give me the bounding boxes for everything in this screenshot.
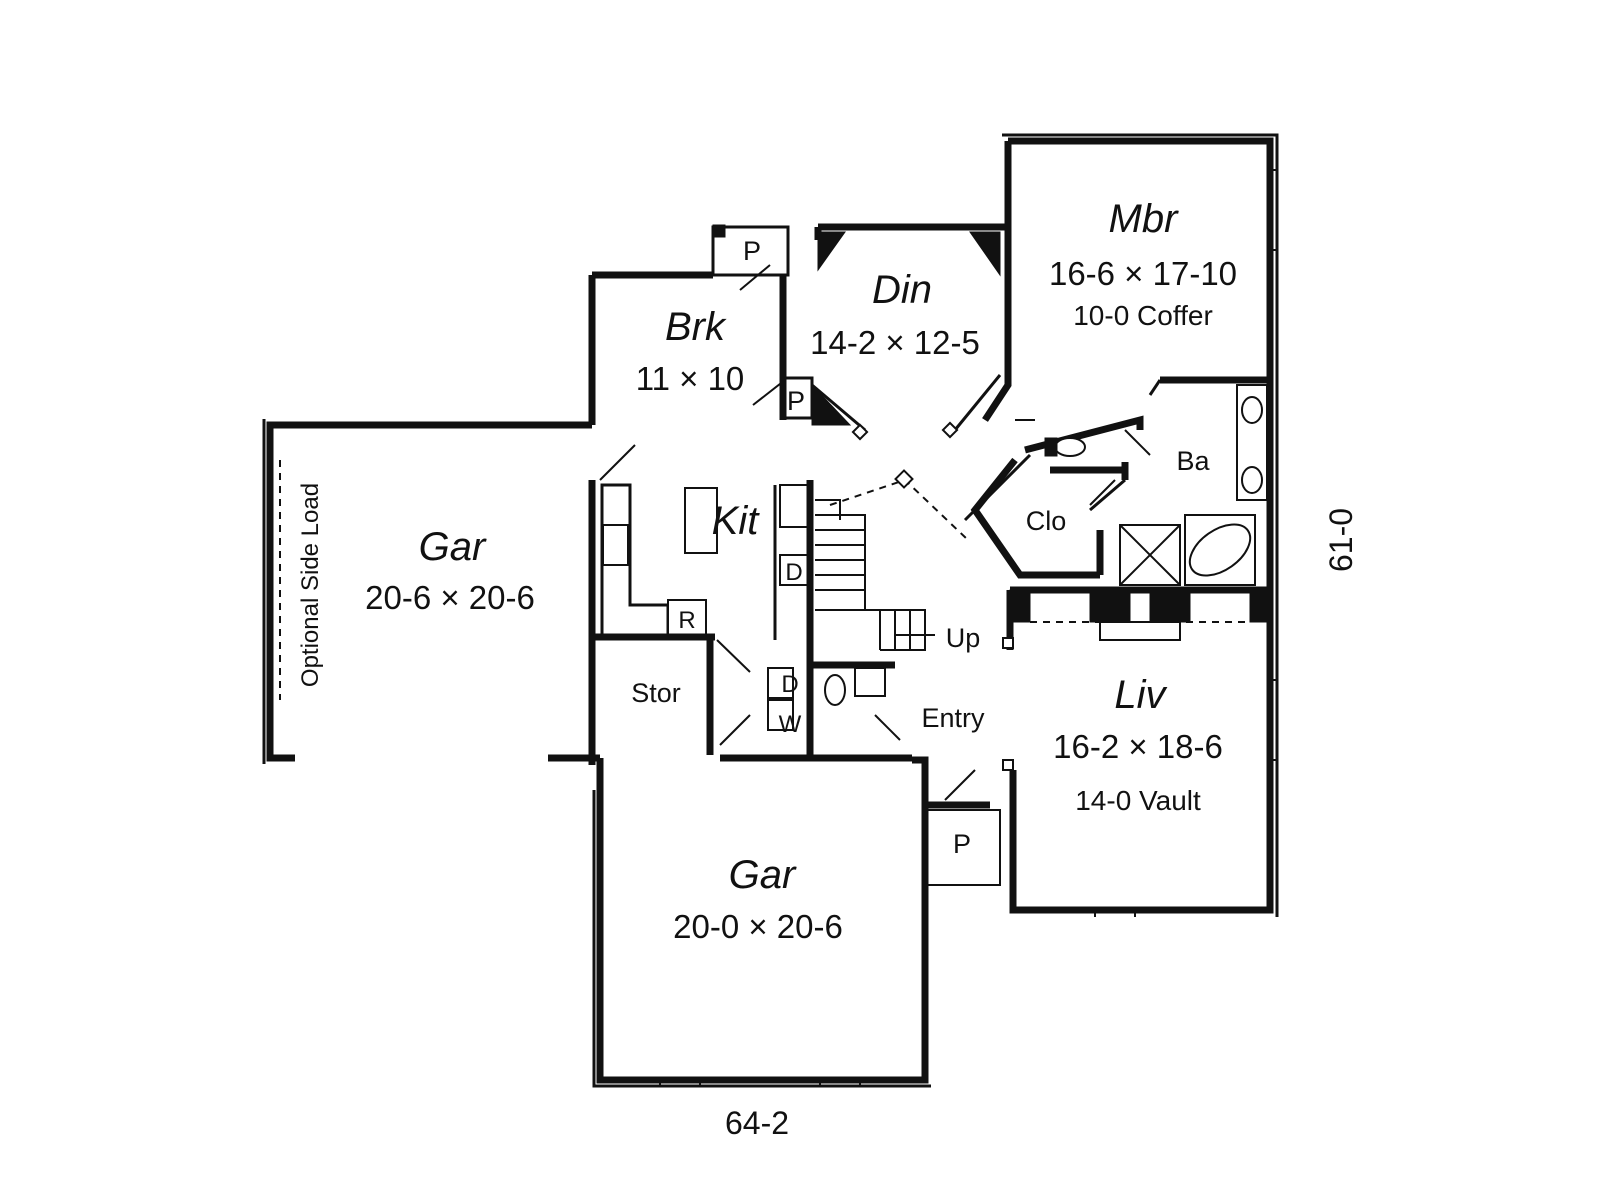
patio-front-label: P [953,829,971,859]
room-breakfast: Brk 11 × 10 [636,305,745,397]
room-name: Gar [729,853,797,897]
washer-label: W [779,711,802,738]
laundry: D W [779,671,802,738]
overall-width-dimension: 64-2 [725,1105,789,1141]
patio-back: P [711,224,790,277]
room-name: Din [872,268,932,312]
room-name: Ba [1176,446,1210,476]
room-dimensions: 16-6 × 17-10 [1049,255,1237,292]
room-front-garage: Gar 20-0 × 20-6 [673,853,843,945]
room-side-garage: Gar 20-6 × 20-6 Optional Side Load [297,483,535,687]
room-name: Kit [712,499,761,543]
room-dimensions: 20-6 × 20-6 [365,579,535,616]
room-entry: Entry Up [921,623,985,733]
room-name: Brk [665,305,727,349]
pantry-label: P [787,386,805,416]
room-ceiling-note: 10-0 Coffer [1073,300,1213,331]
room-name: Liv [1114,673,1167,717]
room-kitchen: Kit R D [678,499,802,634]
stairs-up-label: Up [946,623,981,653]
room-dimensions: 16-2 × 18-6 [1053,728,1223,765]
refrigerator-label: R [678,607,695,634]
room-living: Liv 16-2 × 18-6 14-0 Vault [1053,673,1223,816]
room-dimensions: 20-0 × 20-6 [673,908,843,945]
interior-walls [279,141,1277,1086]
room-name: Gar [419,525,487,569]
room-name: Mbr [1109,197,1180,241]
room-bath: Ba [1176,446,1210,476]
dryer-label: D [781,671,798,698]
room-master-bedroom: Mbr 16-6 × 17-10 10-0 Coffer [1049,197,1237,331]
room-dimensions: 11 × 10 [636,360,745,397]
room-name: Clo [1026,506,1067,536]
dishwasher-label: D [785,559,802,586]
room-storage: Stor [631,678,681,708]
room-closet: Clo [1026,506,1067,536]
room-name: Entry [921,703,985,733]
patio-back-label: P [743,236,761,266]
room-name: Stor [631,678,681,708]
room-ceiling-note: 14-0 Vault [1075,785,1201,816]
overall-depth-dimension: 61-0 [1323,508,1359,572]
side-load-note: Optional Side Load [297,483,324,687]
stairs [815,499,935,651]
room-dining: Din 14-2 × 12-5 [810,268,980,361]
pantry: P [780,376,814,420]
room-dimensions: 14-2 × 12-5 [810,324,980,361]
patio-front: P [924,809,1001,886]
